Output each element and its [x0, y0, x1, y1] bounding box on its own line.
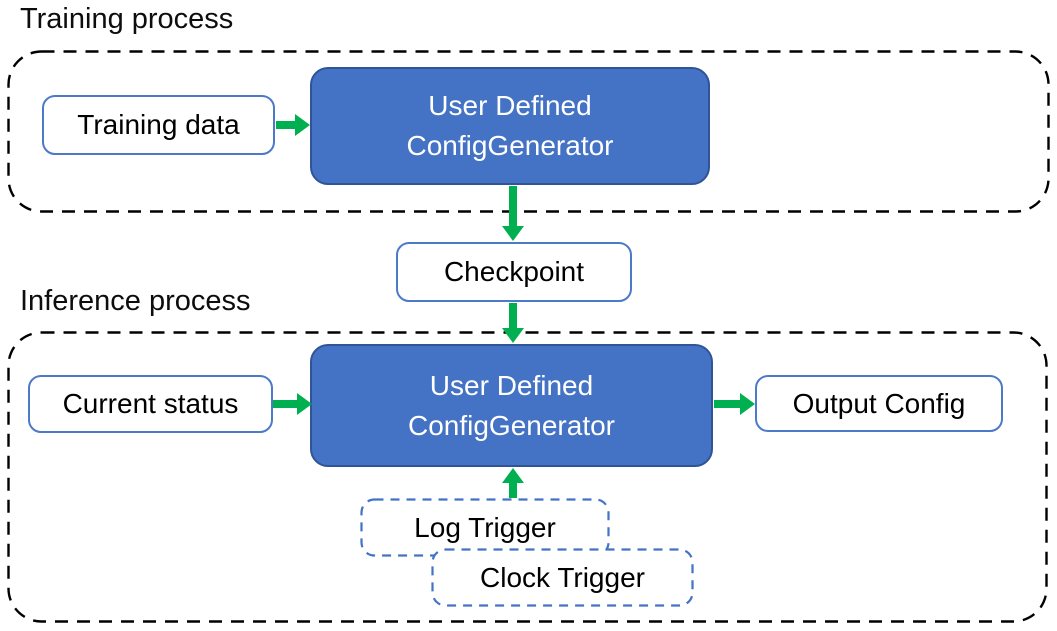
clock-trigger-node: Clock Trigger — [431, 548, 694, 607]
log-trigger-label: Log Trigger — [414, 511, 556, 543]
arrow-head-right-icon — [740, 393, 755, 415]
arrow-shaft — [509, 303, 517, 328]
arrow-training-data-to-generator — [276, 114, 310, 136]
user-defined-configgenerator-inference-node: User Defined ConfigGenerator — [310, 344, 713, 467]
arrow-head-up-icon — [502, 468, 524, 483]
training-process-label: Training process — [20, 3, 234, 35]
clock-trigger-dashed-border — [431, 548, 694, 607]
arrow-generator-to-output-config — [714, 393, 755, 415]
training-data-label: Training data — [77, 109, 240, 140]
arrow-shaft — [714, 400, 740, 408]
arrow-head-right-icon — [297, 393, 312, 415]
training-process-container — [7, 50, 1050, 213]
arrow-shaft — [509, 483, 517, 498]
arrow-current-status-to-generator — [273, 393, 312, 415]
arrow-shaft — [273, 400, 297, 408]
current-status-node: Current status — [28, 375, 273, 433]
arrow-head-right-icon — [295, 114, 310, 136]
output-config-label: Output Config — [792, 387, 966, 419]
arrow-checkpoint-to-generator — [502, 303, 524, 343]
training-data-node: Training data — [42, 95, 275, 155]
inference-process-label: Inference process — [20, 285, 251, 317]
user-defined-configgenerator-training-node: User Defined ConfigGenerator — [310, 67, 710, 185]
training-container-dashed-border — [7, 50, 1050, 213]
current-status-label: Current status — [62, 388, 239, 419]
arrow-trigger-to-generator — [502, 468, 524, 498]
checkpoint-node: Checkpoint — [396, 242, 632, 302]
output-config-node: Output Config — [755, 375, 1003, 432]
arrow-generator-to-checkpoint — [502, 186, 524, 241]
inference-container-dashed-border — [7, 331, 1048, 623]
arrow-shaft — [509, 186, 517, 226]
arrow-shaft — [276, 121, 295, 129]
clock-trigger-label: Clock Trigger — [480, 561, 645, 593]
log-trigger-node: Log Trigger — [360, 498, 610, 557]
checkpoint-label: Checkpoint — [443, 256, 585, 287]
inference-process-container — [7, 331, 1048, 623]
generator-label-line2: ConfigGenerator — [406, 130, 614, 161]
generator-label-line2: ConfigGenerator — [407, 409, 615, 441]
generator-label-line1: User Defined — [429, 369, 594, 401]
arrow-head-down-icon — [502, 226, 524, 241]
generator-label-line1: User Defined — [428, 90, 592, 121]
arrow-head-down-icon — [502, 328, 524, 343]
